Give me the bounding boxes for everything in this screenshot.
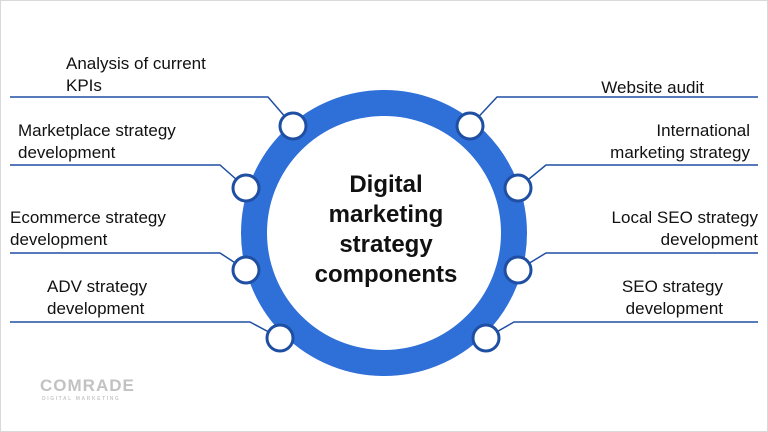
node-right-1: [455, 111, 485, 141]
label-right-4: SEO strategy development: [621, 277, 723, 318]
comrade-logo: COMRADE: [40, 376, 135, 395]
label-left-4: ADV strategy development: [47, 277, 148, 318]
node-left-1: [278, 111, 308, 141]
connector-right-2: [517, 164, 758, 189]
label-left-2: Marketplace strategy development: [18, 121, 176, 162]
connector-left-3: [10, 252, 247, 271]
label-right-2: International marketing strategy: [610, 121, 750, 162]
node-left-4: [265, 323, 295, 353]
node-left-3: [231, 255, 261, 285]
connector-left-2: [10, 164, 247, 189]
strategy-ring: [241, 90, 527, 376]
node-right-4: [471, 323, 501, 353]
node-right-2: [503, 173, 533, 203]
node-right-3: [503, 255, 533, 285]
label-left-1: Analysis of current KPIs: [66, 54, 206, 95]
connector-left-4: [10, 321, 281, 339]
center-title: Digital marketing strategy components: [314, 171, 458, 288]
comrade-logo-tagline: DIGITAL MARKETING: [42, 396, 121, 402]
connector-right-3: [517, 252, 758, 271]
label-left-3: Ecommerce strategy development: [10, 208, 166, 249]
label-right-1: Website audit: [601, 78, 704, 97]
label-right-3: Local SEO strategy development: [611, 208, 758, 249]
node-left-2: [231, 173, 261, 203]
connector-right-4: [485, 321, 758, 339]
